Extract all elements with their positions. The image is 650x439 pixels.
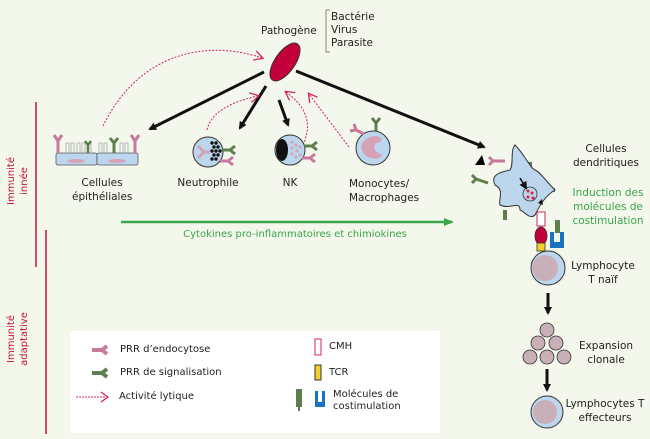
legend-lytic-activity: Activité lytique — [119, 391, 195, 402]
legend-cmh: CMH — [329, 341, 353, 352]
nk-cell — [274, 134, 318, 166]
pathogen-label: Pathogène — [261, 25, 317, 37]
legend-cmh-icon — [314, 338, 322, 356]
legend-prr-signaling-icon — [92, 367, 109, 379]
dendritic-cell — [470, 144, 556, 220]
monocyte-cell — [349, 117, 391, 166]
prr-signaling-icon — [84, 140, 92, 153]
prr-endocytosis-icon — [129, 134, 141, 153]
pathogen-types-bracket — [325, 9, 330, 53]
legend-prr-endocytosis-icon — [92, 344, 109, 356]
pathogen-type-virus: Virus — [331, 24, 358, 36]
arrow-to-epithelial — [148, 70, 265, 131]
legend-tcr: TCR — [329, 367, 349, 378]
arrow-to-nk — [277, 99, 290, 127]
legend-tcr-icon — [314, 364, 322, 381]
monocytes-label: Monocytes/Macrophages — [349, 178, 420, 204]
cytokines-label: Cytokines pro-inflammatoires et chimioki… — [183, 229, 407, 240]
prr-endocytosis-icon — [52, 134, 64, 153]
legend-costim-green-icon — [296, 389, 302, 411]
lytic-arrow-monocyte — [309, 94, 350, 148]
neutrophil-label: Neutrophile — [177, 177, 239, 189]
legend: PRR d’endocytose PRR de signalisation Ac… — [70, 331, 440, 433]
arrow-to-dendritic — [295, 69, 486, 149]
legend-prr-endocytosis: PRR d’endocytose — [120, 344, 211, 355]
lytic-arrow-nk — [286, 92, 308, 146]
epithelial-cells — [52, 134, 141, 166]
effector-t-lymphocyte — [530, 395, 564, 429]
nk-label: NK — [282, 177, 298, 189]
lytic-arrow-epithelial — [102, 49, 262, 127]
neutrophil-cell — [192, 136, 236, 168]
immune-synapse — [534, 211, 564, 252]
pathogen-type-bacteria: Bactérie — [331, 11, 375, 23]
lytic-arrow-neutrophil — [206, 96, 258, 131]
pathogen-shape — [269, 42, 301, 82]
naive-t-lymphocyte — [530, 250, 566, 286]
pathogen-type-parasite: Parasite — [331, 37, 374, 49]
clonal-expansion-cells — [522, 322, 572, 365]
legend-lytic-arrow-icon — [76, 391, 110, 403]
prr-signaling-icon — [108, 137, 120, 153]
legend-costim-blue-icon — [315, 391, 325, 407]
legend-prr-signaling: PRR de signalisation — [120, 367, 222, 378]
arrow-to-neutrophil — [238, 85, 268, 130]
